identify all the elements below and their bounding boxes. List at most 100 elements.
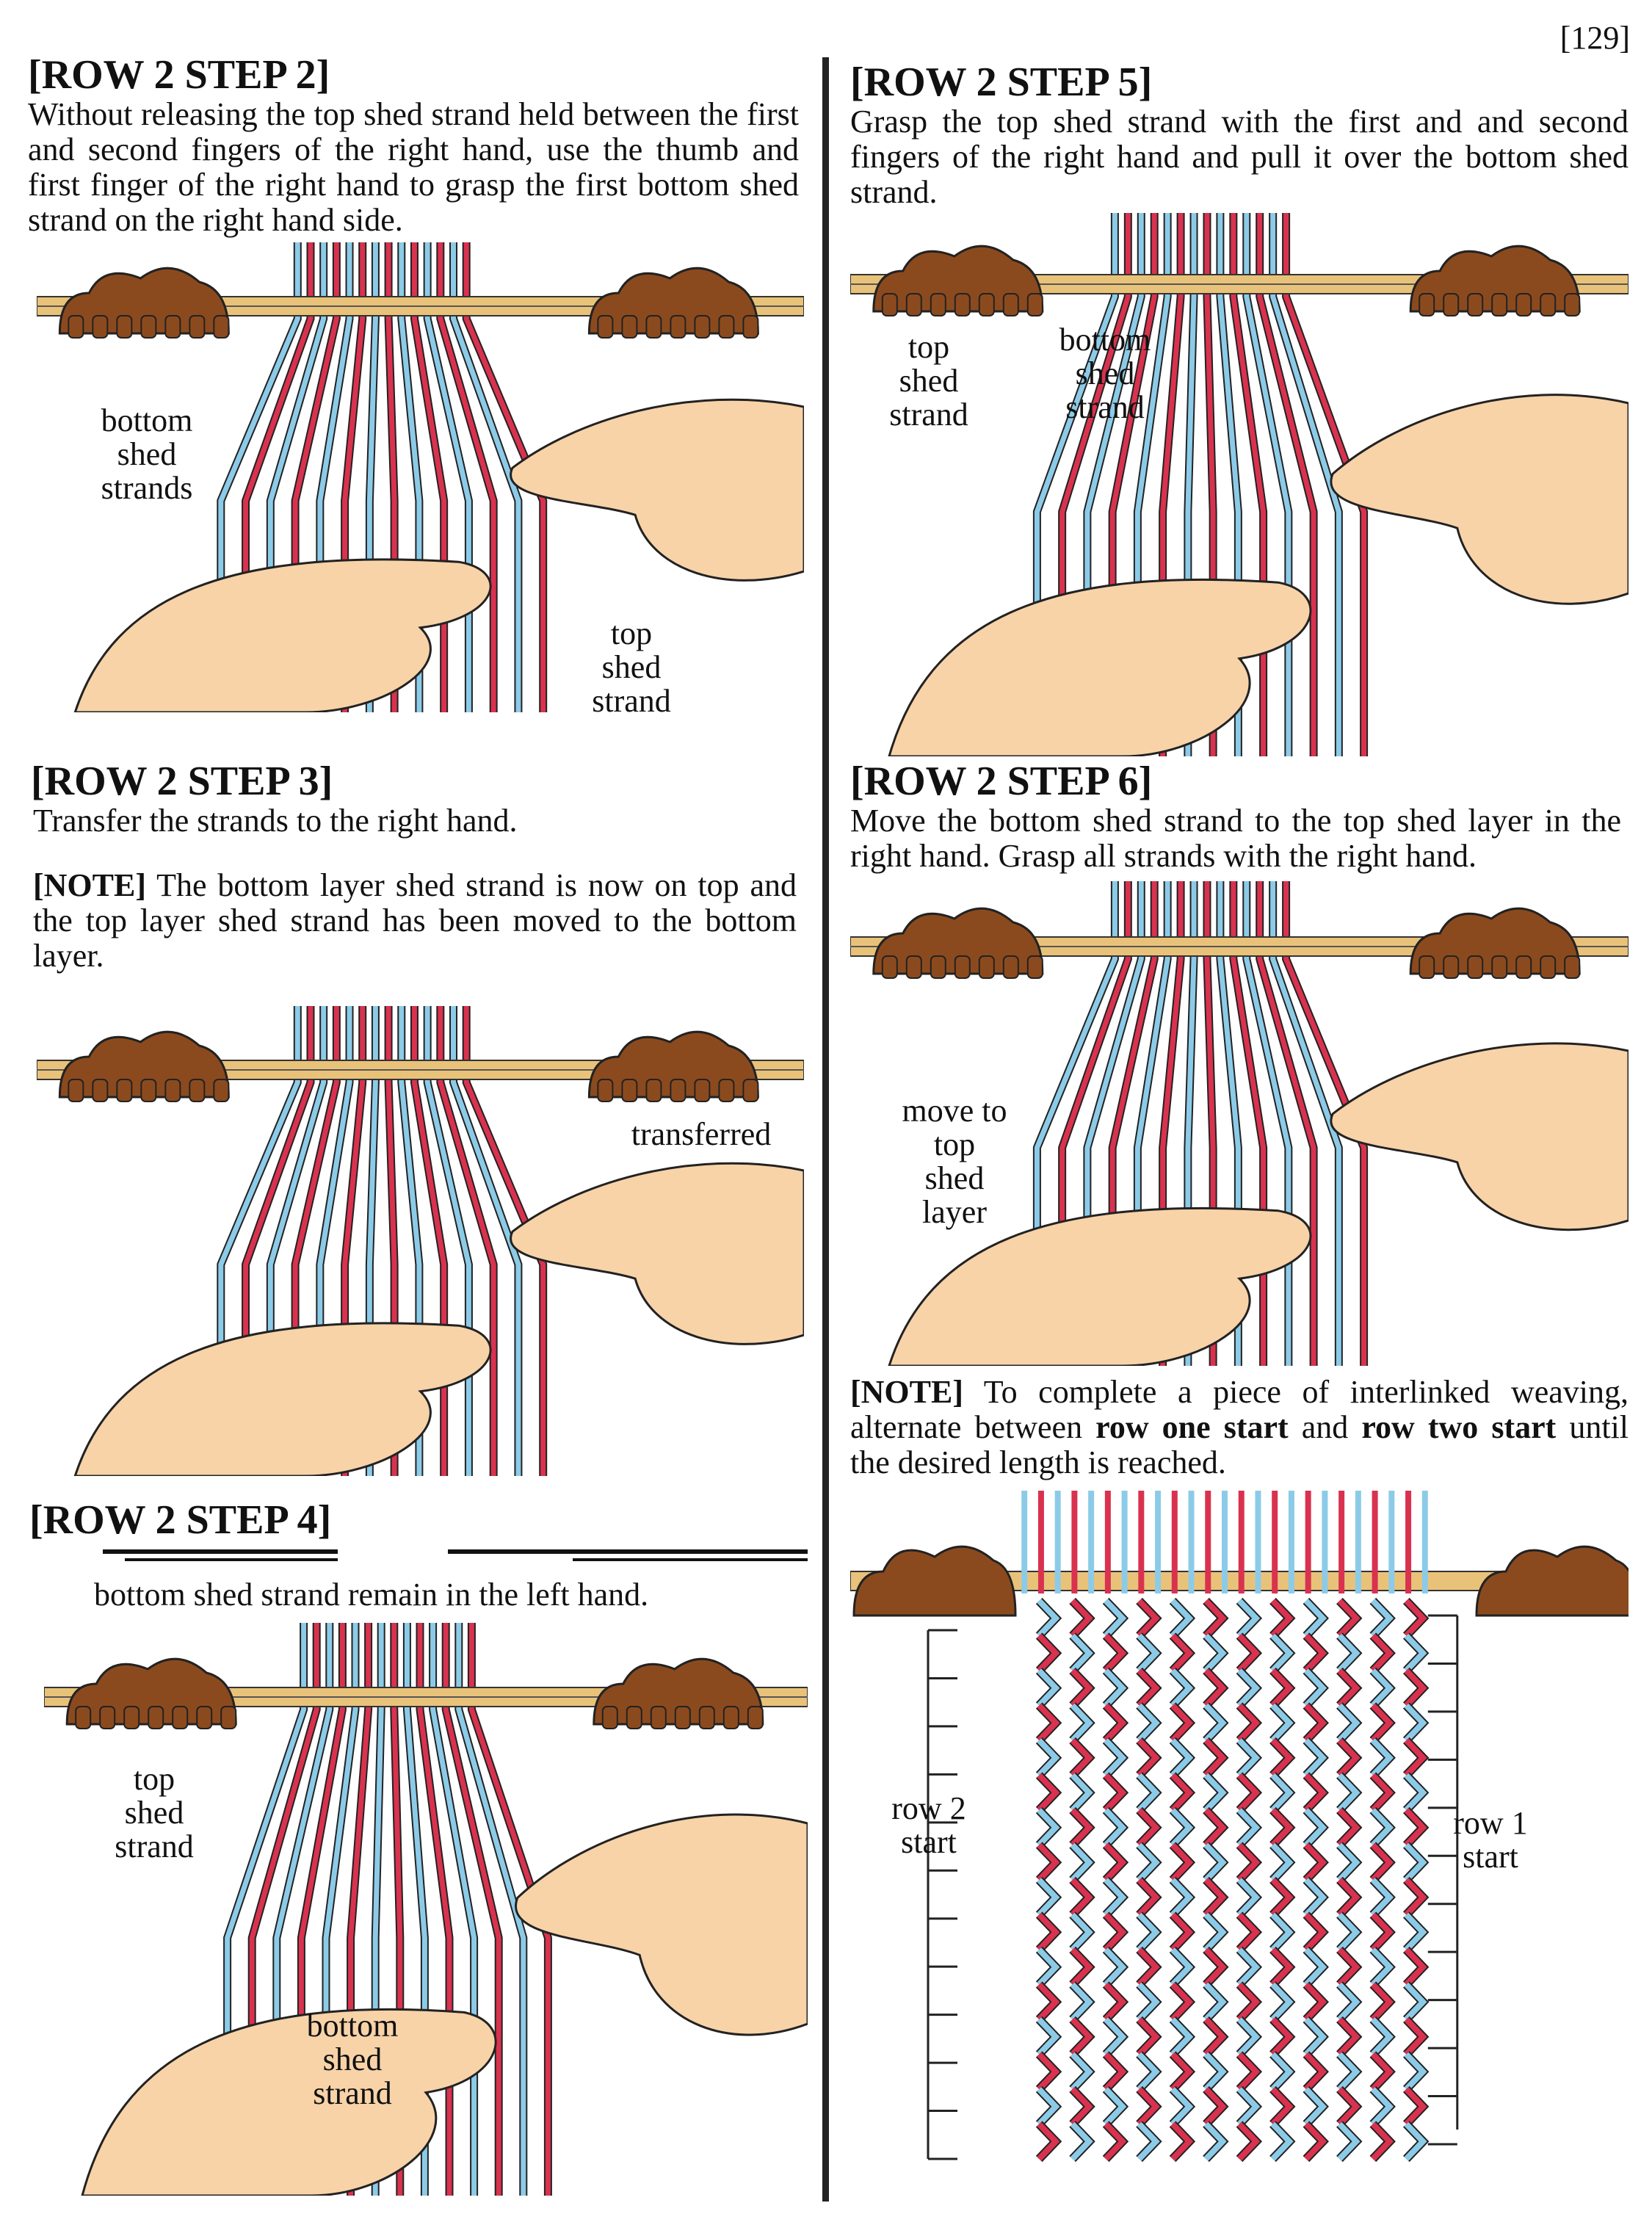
step5-heading: [ROW 2 STEP 5] [850,59,1153,105]
weave-link [1104,1912,1127,1952]
right-hand [510,1162,804,1345]
weave-link [1237,1842,1261,1882]
clip-tooth [1515,955,1532,979]
weave-link [1237,2087,1261,2127]
weave-link [1270,2121,1294,2161]
clip-tooth [1467,955,1484,979]
strand [438,1006,496,1476]
right-hand [515,1813,808,2036]
weave-link [1070,1912,1093,1952]
weave-link [1404,2121,1427,2161]
final-note-tag: [NOTE] [850,1374,963,1410]
weave-link [1370,1878,1394,1917]
weave-link [1337,1808,1361,1848]
weave-link [1370,2052,1394,2091]
weave-link [1170,2087,1194,2127]
weave-link [1070,1633,1093,1673]
weave-link [1270,1668,1294,1708]
clip-tooth [881,293,898,316]
weave-link [1304,1668,1327,1708]
left-hand [888,578,1312,756]
weave-link [1337,1947,1361,1987]
weave-link [1070,1982,1093,2022]
step4-redacted-lines [103,1549,808,1561]
weave-link [1203,2121,1227,2161]
weave-link [1370,1912,1394,1952]
weave-link [1137,1947,1160,1987]
weave-link [1037,1668,1060,1708]
weave-link [1170,2121,1194,2161]
weave-link [1304,2121,1327,2161]
weave-link [1270,2087,1294,2127]
weave-link [1037,1773,1060,1812]
weave-link [1370,1808,1394,1848]
weave-link [1037,1703,1060,1743]
weave-link [1270,1912,1294,1952]
clip-tooth [722,1706,739,1729]
weave-link [1370,2087,1394,2127]
strand [1257,881,1316,1366]
weave-link [1304,1982,1327,2022]
strand [451,1006,521,1476]
weave-link [1337,1599,1361,1638]
strand [1270,213,1341,756]
right-hand [1330,394,1629,605]
weave-link [1304,1633,1327,1673]
weave-link [1404,1842,1427,1882]
clip-tooth [670,315,686,339]
weave-link [1404,1912,1427,1952]
weave-link [1237,1668,1261,1708]
column-divider [822,57,829,2202]
clip-tooth [164,315,181,339]
weave-link [1070,1703,1093,1743]
clip-tooth [742,1079,759,1102]
weave-link [1404,1703,1427,1743]
weave-link [1170,1912,1194,1952]
step5-text: Grasp the top shed strand with the first… [850,104,1629,210]
weave-link [1104,1668,1127,1708]
clip-tooth [621,1079,638,1102]
weave-link [1070,1842,1093,1882]
weave-link [1170,1599,1194,1638]
weave-link [1337,1668,1361,1708]
weave-link [1304,2052,1327,2091]
clip-tooth [694,315,711,339]
clip-tooth [75,1706,92,1729]
clip-tooth [905,955,922,979]
final-note-part3: until the desired length is reached. [850,1409,1629,1480]
step5-label-top: top shed strand [889,329,968,433]
step4-label-bottom: bottom shed strand [306,2008,399,2111]
weave-link [1404,1738,1427,1778]
final-note: [NOTE] To complete a piece of interlinke… [850,1375,1629,1480]
weave-link [1037,1808,1060,1848]
clip-tooth [1515,293,1532,316]
step4-text: bottom shed strand remain in the left ha… [94,1577,649,1613]
step4-label-top: top shed strand [115,1761,194,1864]
weave-link [1237,1878,1261,1917]
weave-link [1270,1982,1294,2022]
weave-link [1104,1738,1127,1778]
clip-tooth [92,315,109,339]
weave-link [1237,1703,1261,1743]
weave-link [1337,1842,1361,1882]
weave-link [1170,2017,1194,2057]
clip-tooth [1002,955,1019,979]
weave-link [1270,2017,1294,2057]
clip-tooth [718,1079,735,1102]
weave-link [1104,2052,1127,2091]
weave-link [1170,2052,1194,2091]
clip-tooth [220,1706,237,1729]
weave-link [1037,1599,1060,1638]
clip-tooth [978,955,995,979]
clip-tooth [1491,293,1508,316]
step2-label-bottom: bottom shed strands [101,402,193,506]
weave-link [1304,1808,1327,1848]
weave-link [1070,2087,1093,2127]
weave-link [1404,1808,1427,1848]
weave-link [1404,1947,1427,1987]
weave-link [1137,1668,1160,1708]
page-number: [129] [1559,20,1630,56]
step4-heading: [ROW 2 STEP 4] [29,1497,332,1543]
clip-tooth [1002,293,1019,316]
left-hand [888,1206,1312,1366]
